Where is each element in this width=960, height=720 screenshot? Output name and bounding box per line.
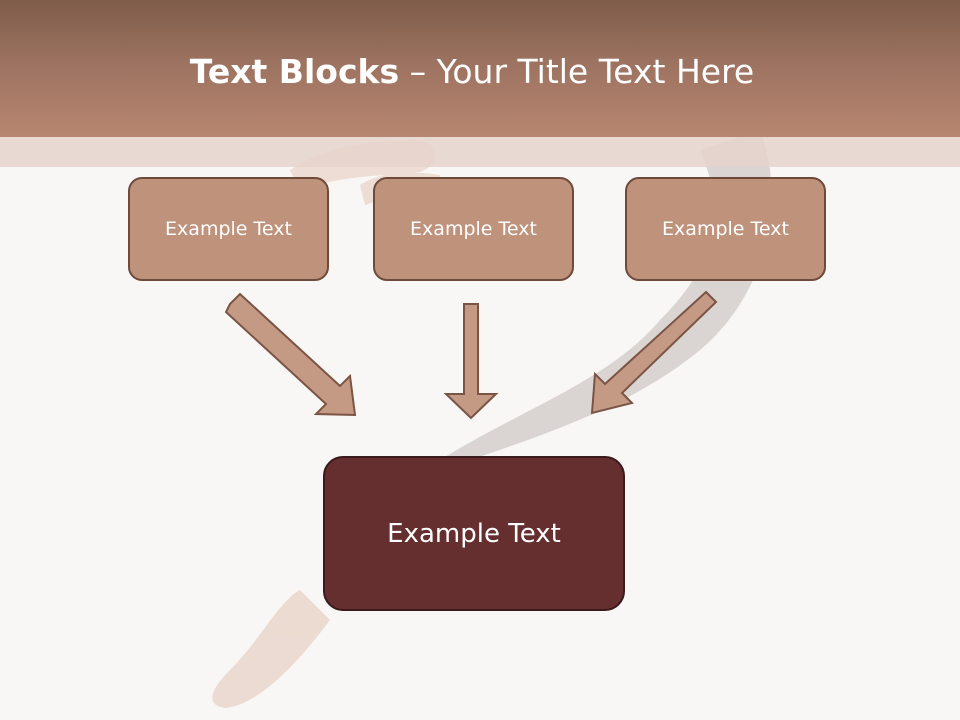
- text-block-left[interactable]: Example Text: [128, 177, 329, 281]
- slide-title-rest: Your Title Text Here: [436, 52, 755, 91]
- target-block[interactable]: Example Text: [323, 456, 625, 611]
- arrow-right-to-target: [590, 290, 718, 415]
- arrow-left-to-target: [224, 292, 357, 417]
- text-block-center[interactable]: Example Text: [373, 177, 574, 281]
- dancer-body-shape: [340, 130, 772, 590]
- title-bar: [0, 0, 960, 137]
- text-block-right[interactable]: Example Text: [625, 177, 826, 281]
- arrow-center-to-target: [443, 303, 499, 420]
- title-bar-band: [0, 137, 960, 167]
- dancer-foot-shape: [212, 590, 330, 708]
- slide-title-separator: –: [399, 52, 437, 91]
- slide-title: Text Blocks – Your Title Text Here: [0, 52, 944, 91]
- slide-title-bold: Text Blocks: [189, 52, 400, 91]
